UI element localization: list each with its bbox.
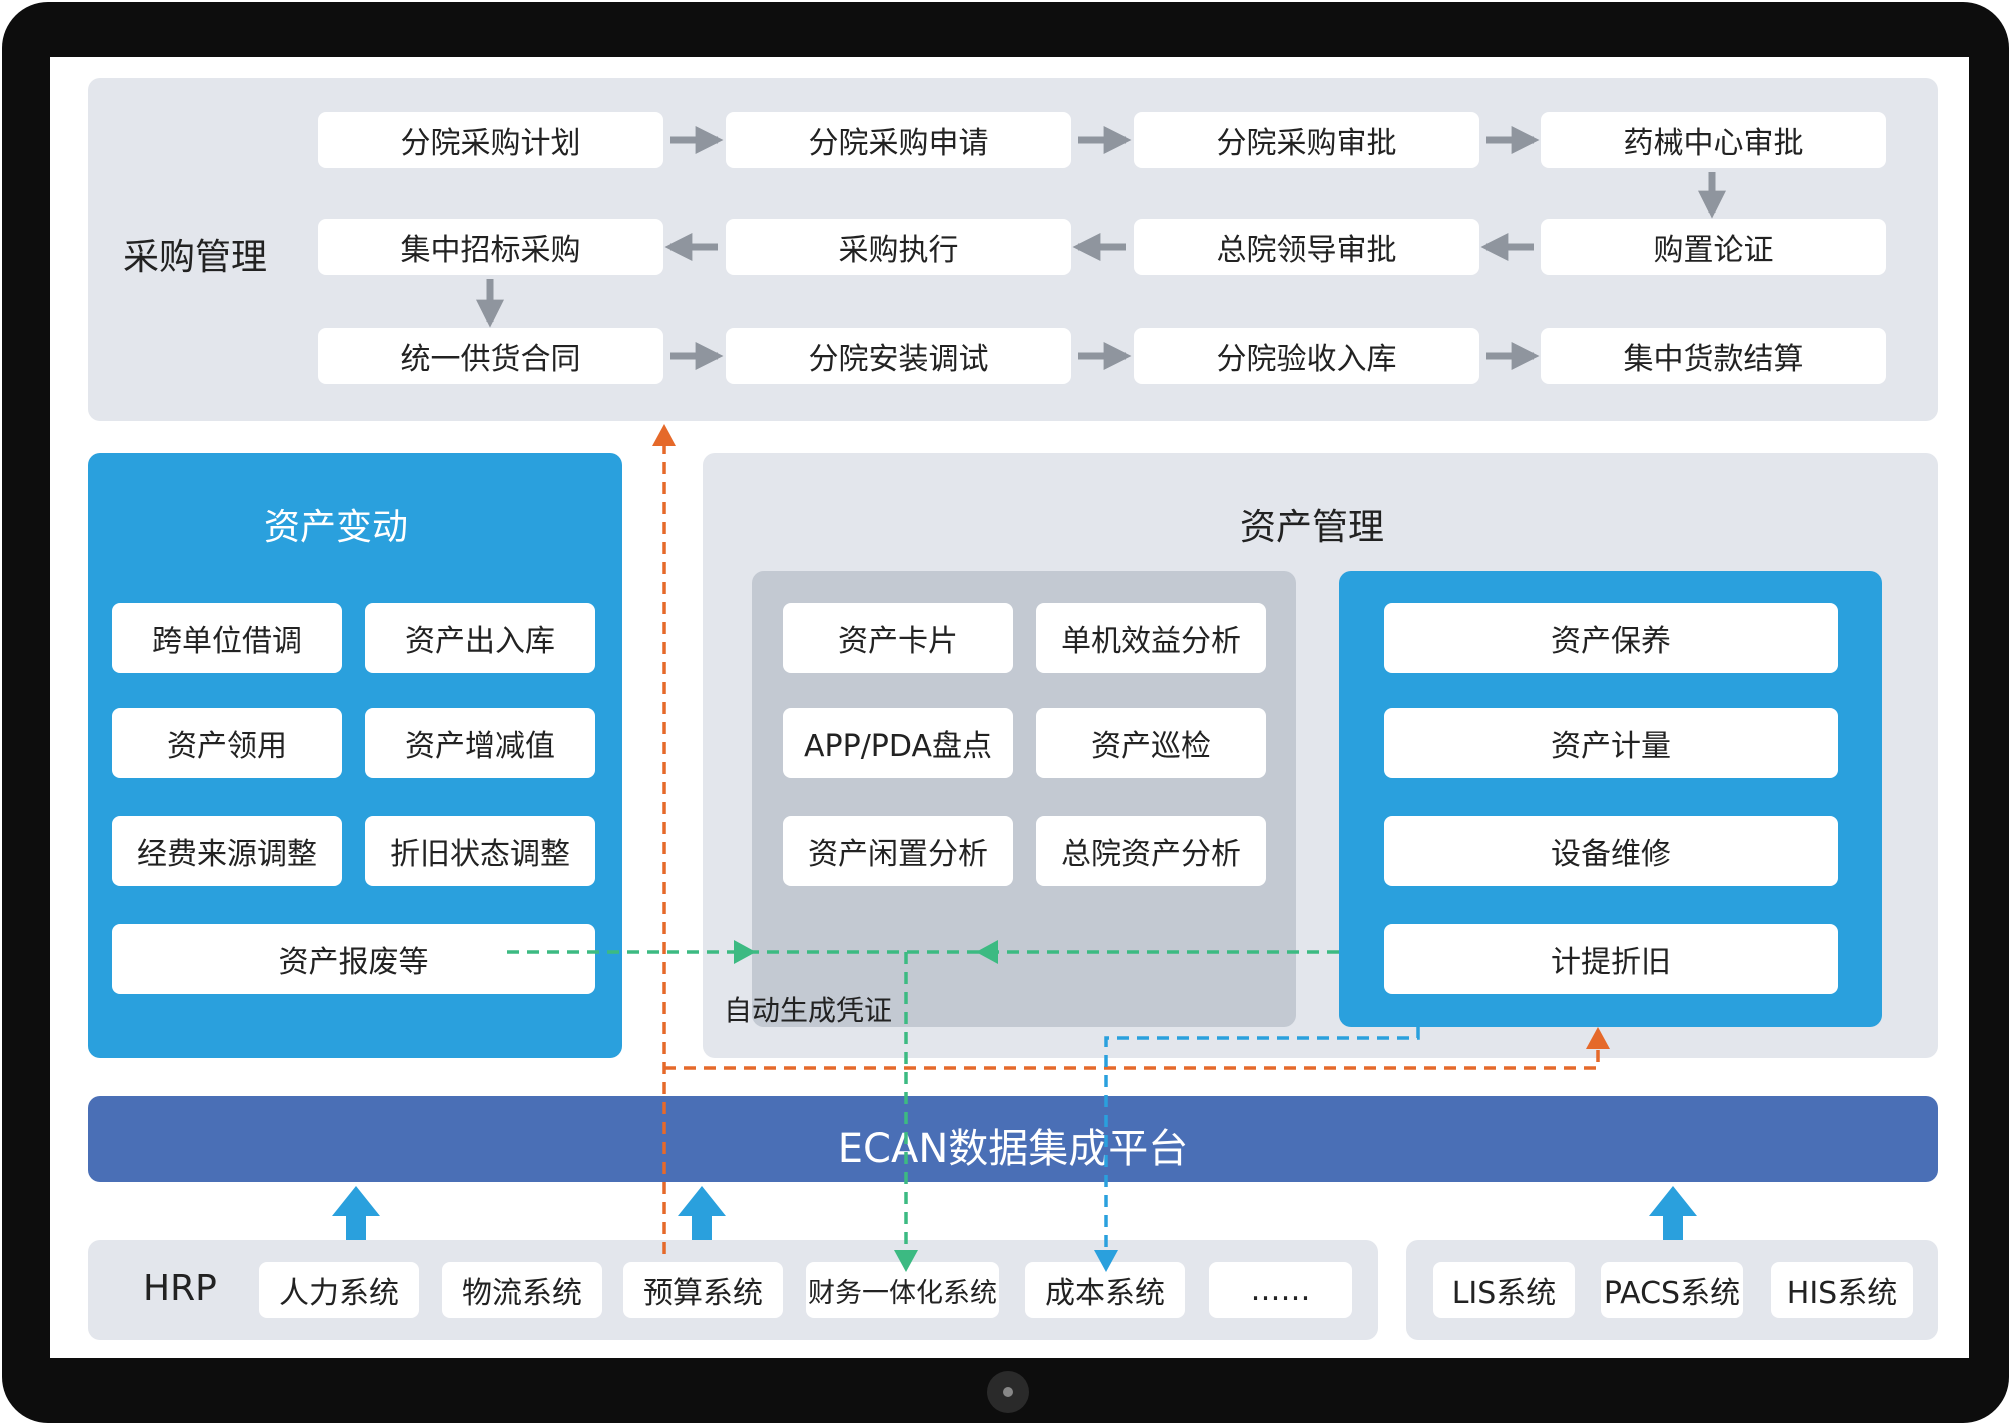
hrp-budget: 预算系统: [623, 1262, 783, 1318]
asset-maintenance: 资产保养: [1384, 603, 1838, 673]
proc-box-acceptance: 分院验收入库: [1134, 328, 1479, 384]
asset-depreciation: 计提折旧: [1384, 924, 1838, 994]
asset-change-fund-source: 经费来源调整: [112, 816, 342, 886]
asset-change-depreciation-state: 折旧状态调整: [365, 816, 595, 886]
asset-mgmt-title: 资产管理: [1239, 507, 1384, 548]
procurement-title: 采购管理: [123, 237, 268, 278]
proc-box-branch-apply: 分院采购申请: [726, 112, 1071, 168]
asset-unit-benefit: 单机效益分析: [1036, 603, 1266, 673]
camera-icon: [987, 1371, 1029, 1413]
hrp-logistics: 物流系统: [442, 1262, 602, 1318]
proc-box-center-approve: 药械中心审批: [1541, 112, 1886, 168]
proc-box-branch-approve: 分院采购审批: [1134, 112, 1479, 168]
proc-box-justify: 购置论证: [1541, 219, 1886, 275]
asset-inspection: 资产巡检: [1036, 708, 1266, 778]
proc-box-settlement: 集中货款结算: [1541, 328, 1886, 384]
hrp-finance-integration: 财务一体化系统: [806, 1262, 999, 1318]
asset-card: 资产卡片: [783, 603, 1013, 673]
asset-change-value-adjust: 资产增减值: [365, 708, 595, 778]
ecan-platform-title: ECAN数据集成平台: [837, 1126, 1189, 1172]
asset-change-title: 资产变动: [263, 507, 408, 548]
hrp-more: ……: [1209, 1262, 1352, 1318]
hrp-label: HRP: [143, 1268, 217, 1309]
asset-repair: 设备维修: [1384, 816, 1838, 886]
asset-head-analysis: 总院资产分析: [1036, 816, 1266, 886]
clinical-pacs: PACS系统: [1601, 1262, 1743, 1318]
proc-box-execute: 采购执行: [726, 219, 1071, 275]
proc-box-branch-plan: 分院采购计划: [318, 112, 663, 168]
proc-box-install: 分院安装调试: [726, 328, 1071, 384]
asset-change-in-out: 资产出入库: [365, 603, 595, 673]
hrp-human-resources: 人力系统: [259, 1262, 419, 1318]
hrp-cost: 成本系统: [1025, 1262, 1185, 1318]
proc-box-contract: 统一供货合同: [318, 328, 663, 384]
camera-lens: [1003, 1387, 1013, 1397]
asset-change-scrap: 资产报废等: [112, 924, 595, 994]
asset-change-requisition: 资产领用: [112, 708, 342, 778]
asset-app-pda-inventory: APP/PDA盘点: [783, 708, 1013, 778]
proc-box-central-tender: 集中招标采购: [318, 219, 663, 275]
clinical-his: HIS系统: [1771, 1262, 1913, 1318]
proc-box-head-approve: 总院领导审批: [1134, 219, 1479, 275]
asset-change-transfer: 跨单位借调: [112, 603, 342, 673]
asset-idle-analysis: 资产闲置分析: [783, 816, 1013, 886]
asset-metering: 资产计量: [1384, 708, 1838, 778]
voucher-label: 自动生成凭证: [724, 994, 893, 1027]
clinical-lis: LIS系统: [1433, 1262, 1575, 1318]
